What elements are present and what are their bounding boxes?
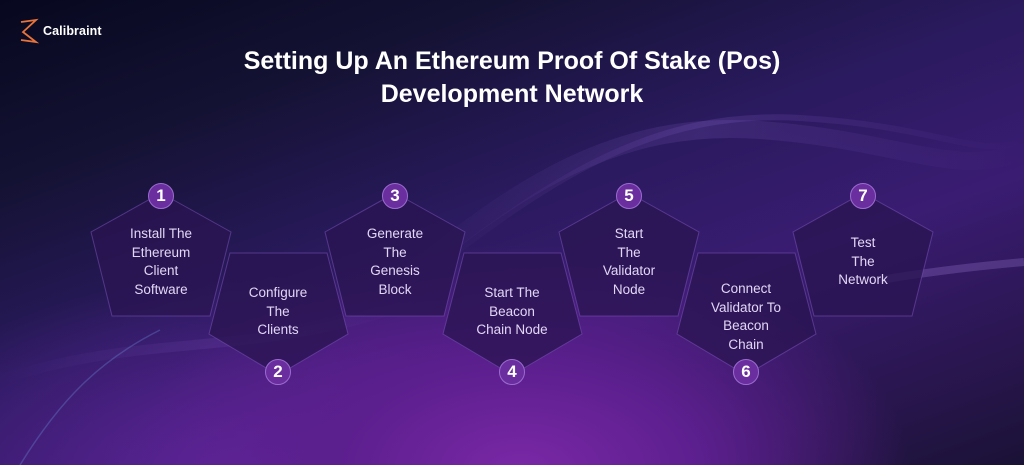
step-label-2: Configure The Clients [248,285,308,337]
brand-name: Calibraint [43,24,102,38]
step-badge-2: 2 [265,359,291,385]
pentagon-step-4 [442,252,583,376]
pentagon-step-7 [792,192,934,317]
step-label-5: Start The Validator Node [602,226,656,297]
pentagon-step-6 [676,252,817,376]
step-label-7: Test The Network [838,235,888,287]
step-label-1: Install The Ethereum Client Software [129,226,193,297]
title-line-2: Development Network [380,80,644,108]
z-bolt-logo-icon [20,18,40,44]
step-label-4: Start The Beacon Chain Node [476,285,548,337]
pentagon-step-2 [208,252,349,376]
pentagon-step-1 [90,192,232,317]
step-badge-7: 7 [850,183,876,209]
page-title: Setting Up An Ethereum Proof Of Stake (P… [0,45,1024,111]
step-label-6: Connect Validator To Beacon Chain [710,281,782,352]
step-badge-1: 1 [148,183,174,209]
title-line-1: Setting Up An Ethereum Proof Of Stake (P… [243,47,781,75]
step-badge-5: 5 [616,183,642,209]
step-badge-3: 3 [382,183,408,209]
brand-logo: Calibraint [18,17,102,45]
step-badge-4: 4 [499,359,525,385]
step-badge-6: 6 [733,359,759,385]
step-label-3: Generate The Genesis Block [366,226,424,297]
pentagon-step-5 [558,192,700,317]
pentagon-step-3 [324,192,466,317]
